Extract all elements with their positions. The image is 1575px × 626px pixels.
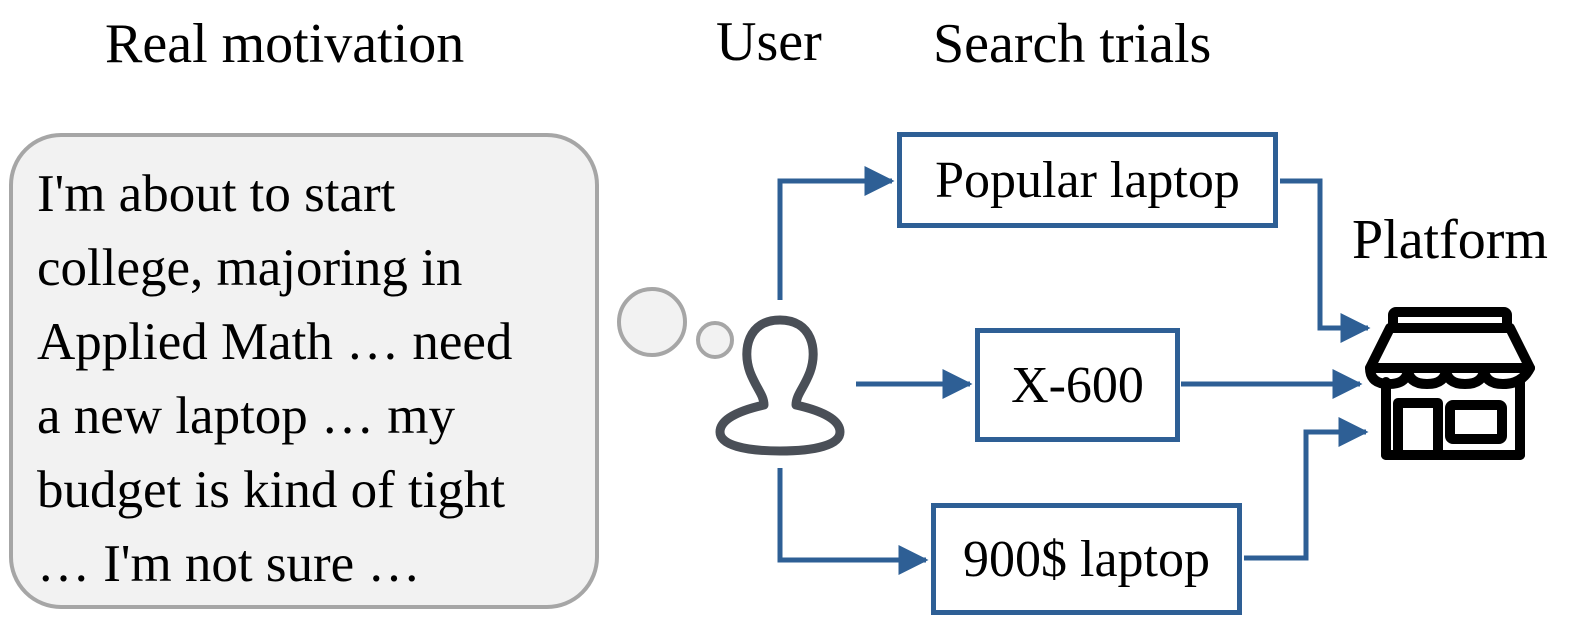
thought-line: budget is kind of tight [37, 461, 506, 519]
platform-heading: Platform [1352, 209, 1548, 271]
search-trial-label: Popular laptop [935, 151, 1240, 209]
search-trials-heading: Search trials [933, 13, 1212, 75]
user-to-trials-arrows [777, 166, 973, 575]
store-icon [1365, 307, 1535, 460]
trials-to-platform-arrows [1181, 178, 1371, 561]
real-motivation-heading: Real motivation [105, 13, 465, 75]
thought-line: Applied Math … need [37, 313, 513, 371]
thought-circle-small [696, 321, 734, 359]
user-heading: User [716, 11, 822, 73]
arrow-user-to-900 [777, 468, 929, 575]
arrow-900-to-platform [1244, 417, 1369, 561]
search-trial-label: 900$ laptop [963, 530, 1210, 588]
thought-line: … I'm not sure … [37, 535, 421, 593]
thought-line: a new laptop … my [37, 387, 456, 445]
search-trial-x600: X-600 [975, 328, 1180, 442]
thought-line: college, majoring in [37, 239, 463, 297]
search-trial-popular-laptop: Popular laptop [897, 132, 1278, 228]
thought-circle-large [617, 287, 687, 357]
arrow-user-to-popular [777, 166, 895, 300]
arrow-popular-to-platform [1280, 178, 1371, 343]
thought-bubble: I'm about to start college, majoring in … [9, 133, 599, 609]
search-trial-900-laptop: 900$ laptop [931, 503, 1242, 615]
thought-line: I'm about to start [37, 165, 396, 223]
search-trial-label: X-600 [1011, 356, 1144, 414]
user-icon [715, 315, 845, 456]
